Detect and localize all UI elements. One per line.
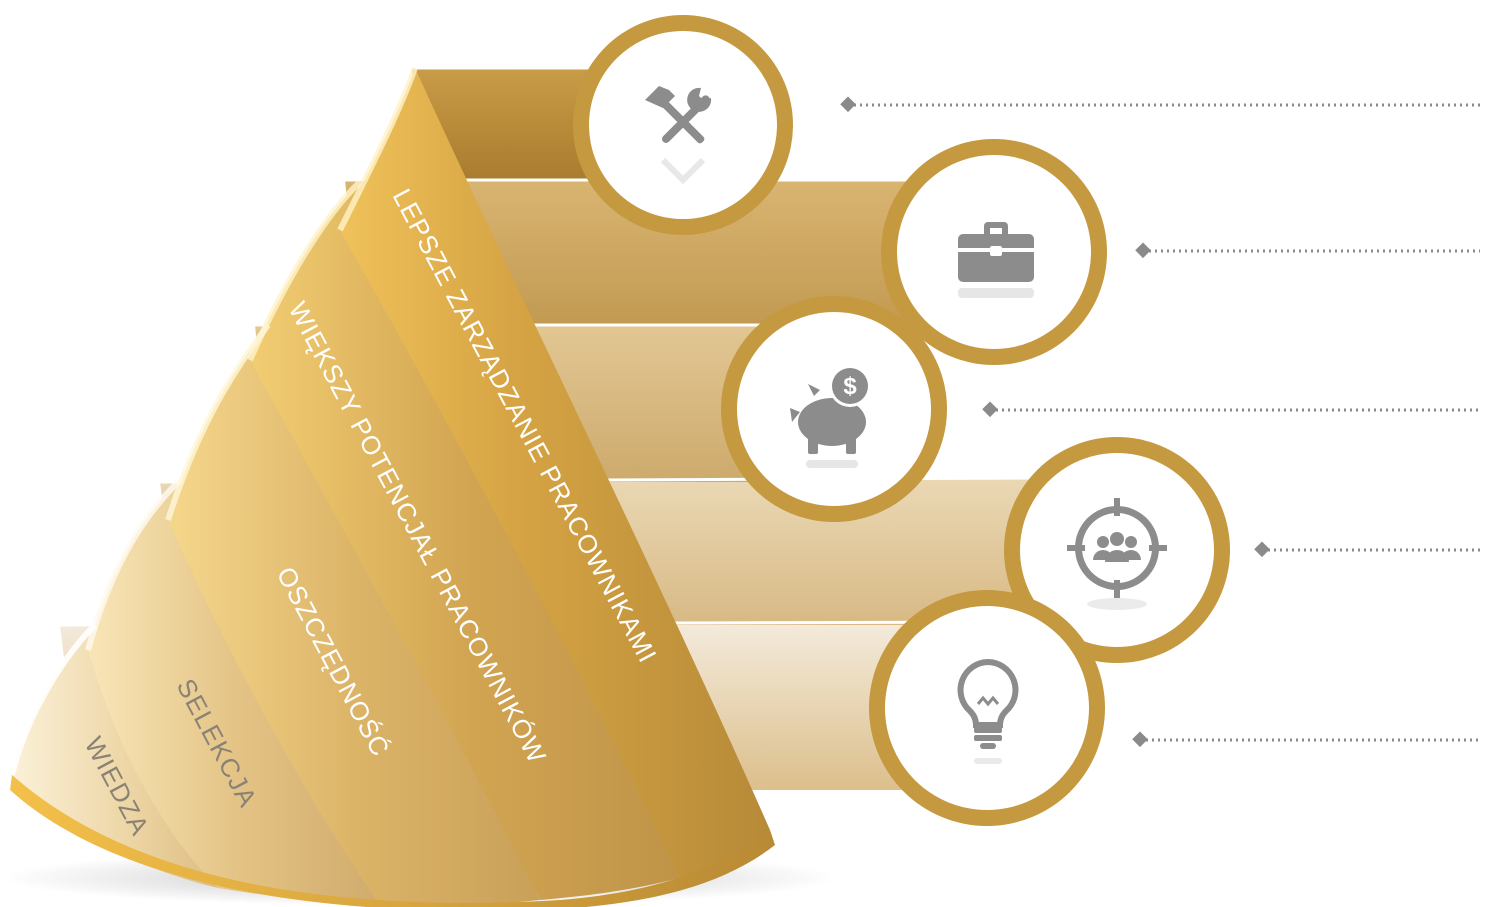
piggy-bank-icon: $: [790, 365, 871, 468]
connectors: [848, 103, 1480, 742]
tools-icon: [645, 86, 712, 185]
badge-zarzadzanie: [573, 15, 793, 235]
band-oszczednosc: [168, 325, 540, 906]
briefcase-icon: [958, 222, 1034, 298]
badge-oszczednosc: $: [721, 296, 947, 522]
band-zarzadzanie: [340, 68, 770, 878]
badge-selekcja: [1004, 437, 1230, 663]
badge-wiedza: [869, 590, 1105, 826]
svg-text:$: $: [843, 373, 857, 400]
band-potencjal: [250, 182, 680, 900]
target-people-icon: [1067, 498, 1167, 610]
icon-badges: $: [573, 15, 1230, 826]
lightbulb-icon: [957, 658, 1019, 764]
band-selekcja: [88, 482, 380, 905]
connector-markers: [840, 96, 1270, 748]
cone: [9, 66, 775, 907]
badge-potencjal: [881, 139, 1107, 365]
